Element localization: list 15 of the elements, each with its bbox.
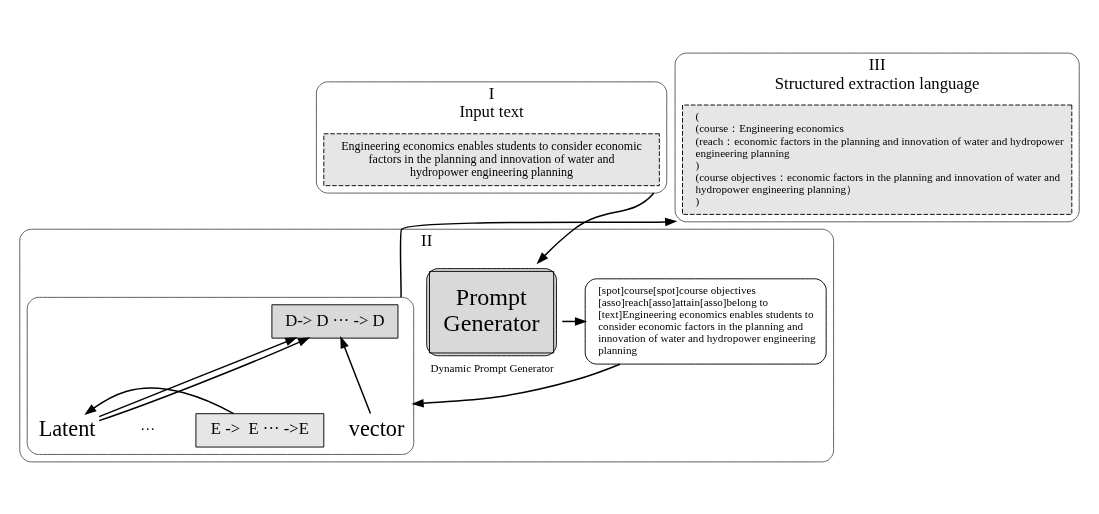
arrow xyxy=(399,217,678,298)
arrow xyxy=(84,386,235,415)
node-box: D-> D ··· -> D xyxy=(271,303,399,339)
arrow xyxy=(536,191,655,264)
arrow xyxy=(411,362,621,407)
node-box: [spot]course[spot]course objectives [asso]reach[asso]attain[asso]belong to [text]Engineering economics enables students to consider economic factors in the planning and innovation of water and hydropower engineering planning xyxy=(584,277,827,365)
cluster xyxy=(26,296,415,455)
node-label: Dynamic Prompt Generator xyxy=(430,361,554,374)
node-box: Engineering economics enables students to consider economic factors in the planning and innovation of water and hydropower engineering planning xyxy=(323,132,660,186)
node-text: vector xyxy=(348,415,405,441)
arrow xyxy=(340,335,372,414)
node-text: Latent xyxy=(38,415,96,441)
node-box: ( (course：Engineering economics (reach：economic factors in the planning and innovation of water and hydropower engineering planning ) (course objectives：economic factors in the planning and innovation of water and hydropower engineering planning） ) xyxy=(682,104,1073,215)
label: ··· xyxy=(140,420,156,437)
node-box: E -> E ··· ->E xyxy=(195,412,325,447)
